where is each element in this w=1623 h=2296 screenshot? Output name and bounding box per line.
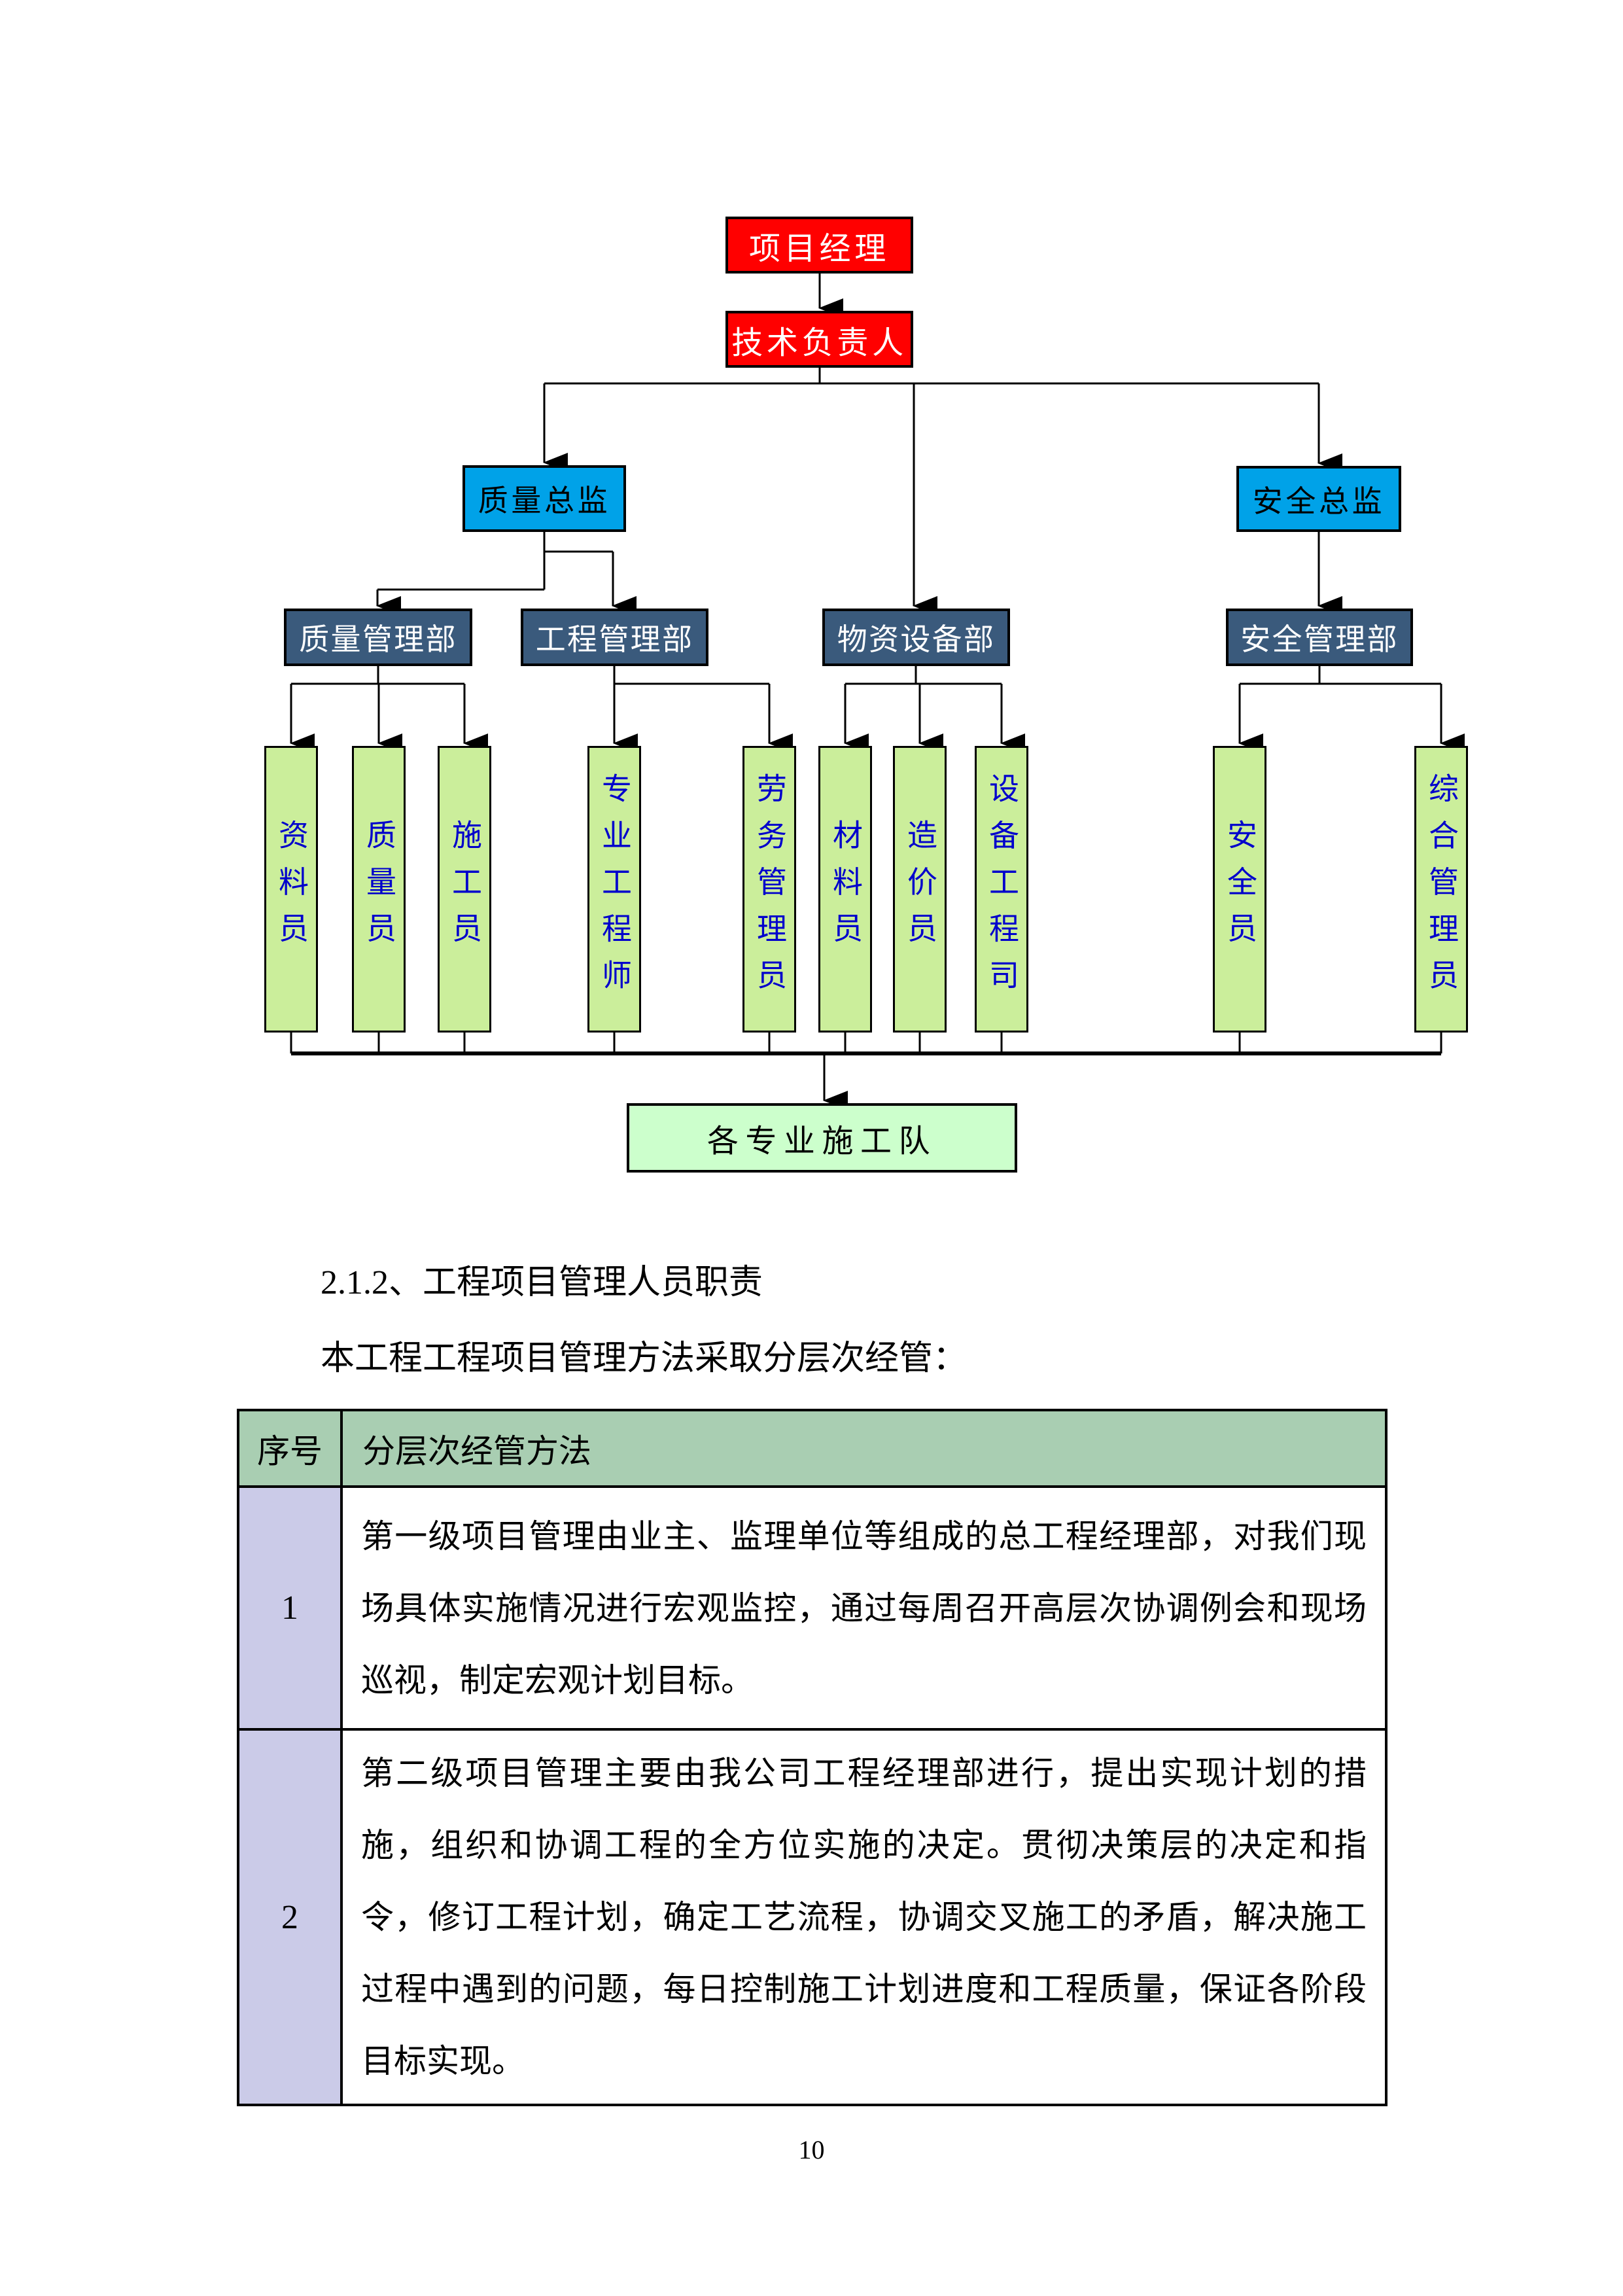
node-specialty-teams-label: 各专业施工队 (707, 1124, 937, 1159)
staff-label: 材料员 (829, 819, 862, 959)
table-header-index: 序号 (237, 1409, 343, 1488)
node-staff-labor-manager: 劳务管理员 (742, 746, 796, 1033)
node-project-manager: 项目经理 (725, 217, 913, 274)
table-header-method: 分层次经管方法 (340, 1409, 1387, 1488)
node-staff-material-officer: 材料员 (818, 746, 872, 1033)
staff-label: 施工员 (448, 819, 481, 959)
management-levels-table: 序号 分层次经管方法 1 第一级项目管理由业主、监理单位等组成的总工程经理部，对… (237, 1409, 1387, 2106)
node-specialty-teams: 各专业施工队 (627, 1103, 1017, 1173)
node-dept-materials: 物资设备部 (822, 609, 1010, 666)
node-dept-quality-label: 质量管理部 (299, 623, 457, 656)
node-staff-construction-officer: 施工员 (438, 746, 491, 1033)
staff-label: 专业工程师 (598, 772, 631, 1006)
table-row: 2 第二级项目管理主要由我公司工程经理部进行，提出实现计划的措施，组织和协调工程… (237, 1728, 1387, 2106)
staff-label: 资料员 (275, 819, 308, 959)
node-dept-materials-label: 物资设备部 (837, 623, 996, 656)
node-staff-equipment-engineer: 设备工程司 (975, 746, 1028, 1033)
row-text: 第一级项目管理由业主、监理单位等组成的总工程经理部，对我们现场具体实施情况进行宏… (340, 1485, 1387, 1731)
table-header-row: 序号 分层次经管方法 (237, 1409, 1387, 1488)
page-number: 10 (798, 2135, 825, 2164)
node-dept-quality: 质量管理部 (284, 609, 472, 666)
node-staff-cost-officer: 造价员 (893, 746, 947, 1033)
staff-label: 造价员 (903, 819, 937, 959)
staff-label: 劳务管理员 (753, 772, 786, 1006)
node-quality-chief: 质量总监 (462, 465, 626, 532)
staff-label: 质量员 (362, 819, 396, 959)
row-index: 1 (237, 1485, 343, 1731)
node-dept-safety: 安全管理部 (1226, 609, 1413, 666)
node-staff-quality-officer: 质量员 (352, 746, 406, 1033)
row-text: 第二级项目管理主要由我公司工程经理部进行，提出实现计划的措施，组织和协调工程的全… (340, 1728, 1387, 2106)
node-quality-chief-label: 质量总监 (478, 484, 611, 518)
node-staff-document-clerk: 资料员 (264, 746, 318, 1033)
node-safety-chief: 安全总监 (1236, 466, 1401, 532)
node-technical-director-label: 技术负责人 (731, 325, 907, 361)
section-intro: 本工程工程项目管理方法采取分层次经管： (321, 1340, 968, 1377)
staff-label: 综合管理员 (1425, 772, 1458, 1006)
node-project-manager-label: 项目经理 (748, 231, 890, 266)
staff-label: 安全员 (1223, 819, 1257, 959)
node-dept-engineering: 工程管理部 (521, 609, 708, 666)
node-dept-engineering-label: 工程管理部 (535, 623, 694, 656)
section-heading: 2.1.2、工程项目管理人员职责 (321, 1264, 763, 1301)
node-staff-general-admin: 综合管理员 (1414, 746, 1468, 1033)
node-dept-safety-label: 安全管理部 (1240, 623, 1399, 656)
node-staff-safety-officer: 安全员 (1213, 746, 1266, 1033)
node-staff-specialty-engineer: 专业工程师 (587, 746, 641, 1033)
node-technical-director: 技术负责人 (725, 311, 913, 368)
table-row: 1 第一级项目管理由业主、监理单位等组成的总工程经理部，对我们现场具体实施情况进… (237, 1485, 1387, 1731)
staff-label: 设备工程司 (985, 772, 1019, 1006)
node-safety-chief-label: 安全总监 (1252, 484, 1386, 518)
row-index: 2 (237, 1728, 343, 2106)
